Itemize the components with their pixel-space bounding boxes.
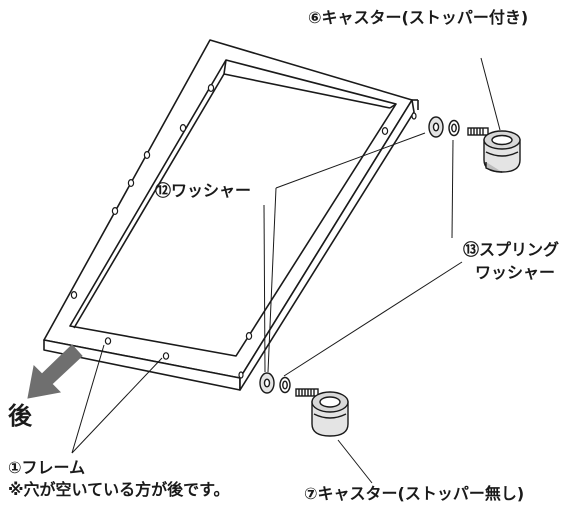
back-label: 後	[8, 402, 32, 430]
washer-bottom	[259, 372, 275, 394]
arrow-down-left-icon	[27, 344, 83, 399]
washer-label: ⑫ワッシャー	[155, 181, 252, 200]
frame-label: ①フレーム	[8, 458, 86, 477]
caster-locking-label: ⑥キャスター(ストッパー付き)	[308, 8, 529, 27]
leader-lines	[71, 57, 501, 484]
spring-washer-label-line1: ⑬スプリング	[463, 240, 560, 259]
spring-washer-label-line2: ワッシャー	[475, 263, 556, 282]
frame	[43, 39, 419, 391]
frame-holes	[70, 83, 417, 379]
caster-non-locking-label: ⑦キャスター(ストッパー無し)	[304, 484, 525, 503]
spring-washer-top	[448, 119, 460, 137]
spring-washer-bottom	[279, 376, 291, 394]
caster-non-locking	[295, 388, 349, 437]
washer-top	[428, 116, 444, 138]
caster-locking	[467, 127, 521, 173]
frame-note: ※穴が空いている方が後です。	[8, 480, 230, 499]
